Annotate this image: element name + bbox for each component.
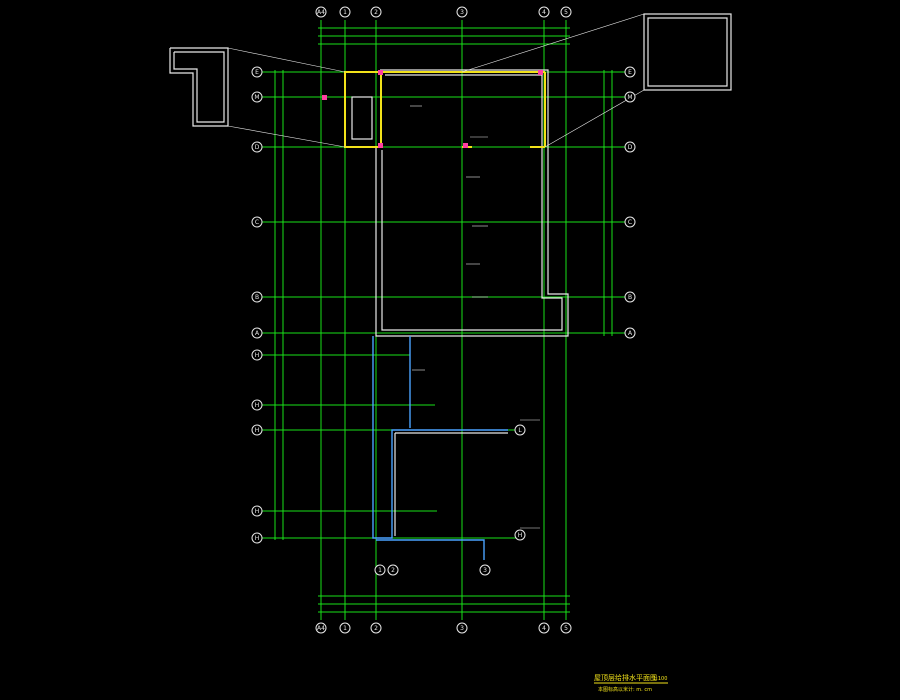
lower-bottom-bubble-0-circle (374, 564, 386, 576)
grid-right-bubble-1-label: M (627, 94, 632, 101)
grid-right-bubble-5-circle (624, 327, 636, 339)
grid-bottom-bubble-3-label: 3 (460, 625, 464, 632)
grid-left-lower-bubble-0-label: H (255, 352, 260, 359)
grid-bottom-bubble-2-circle (370, 622, 382, 634)
grid-right-bubble-2-label: D (628, 144, 633, 151)
grid-top-bubble-4-label: 4 (542, 9, 546, 16)
grid-bottom-bubble-1-label: 1 (343, 625, 347, 632)
grid-right-bubble-4-label: B (628, 294, 632, 301)
lower-bottom-bubble-0-label: 1 (378, 567, 382, 574)
grid-left-bubble-5-label: A (255, 330, 260, 337)
dimension-lines (274, 27, 613, 613)
grid-right-bubble-3-circle (624, 216, 636, 228)
grid-right-bubble-0-label: E (628, 69, 632, 76)
grid-right-bubble-4-circle (624, 291, 636, 303)
lower-bottom-bubble-2-label: 3 (483, 567, 487, 574)
grid-top-bubble-3-circle (456, 6, 468, 18)
lower-pipe-outline (372, 336, 508, 560)
grid-bottom-bubble-0-circle (315, 622, 327, 634)
grid-top-bubble-1-circle (339, 6, 351, 18)
grid-right-bubble-0-circle (624, 66, 636, 78)
grid-left-lower-bubble-1-label: H (255, 402, 260, 409)
right-detail-inset (461, 13, 732, 148)
left-detail-inset (169, 47, 346, 148)
vertical-grid-lines (320, 20, 567, 620)
grid-left-lower-bubble-1-circle (251, 399, 263, 411)
grid-left-lower-bubble-4-circle (251, 532, 263, 544)
drawing-subtitle: 本图标高以米计: m. cm (598, 686, 652, 693)
grid-bottom-bubble-1-circle (339, 622, 351, 634)
grid-top-bubble-0-label: A4 (317, 9, 325, 16)
grid-left-bubble-0-circle (251, 66, 263, 78)
grid-top-bubble-2-label: 2 (374, 9, 378, 16)
grid-left-bubble-1-circle (251, 91, 263, 103)
grid-right-bubble-3-label: C (628, 219, 632, 226)
lower-bottom-bubble-1-circle (387, 564, 399, 576)
grid-top-bubble-2-circle (370, 6, 382, 18)
lower-bottom-bubble-1-label: 2 (391, 567, 395, 574)
grid-left-bubble-5-circle (251, 327, 263, 339)
title-block: 屋顶层给排水平面图 1:100 本图标高以米计: m. cm (594, 673, 668, 693)
grid-top-bubble-0-circle (315, 6, 327, 18)
grid-bottom-bubble-2-label: 2 (374, 625, 378, 632)
grid-bottom-bubble-5-circle (560, 622, 572, 634)
grid-left-lower-bubble-0-circle (251, 349, 263, 361)
grid-top-bubble-4-circle (538, 6, 550, 18)
annotation-leaders (410, 105, 540, 529)
building-outline (322, 69, 569, 337)
grid-left-bubble-2-circle (251, 141, 263, 153)
grid-right-bubble-5-label: A (628, 330, 633, 337)
grid-left-bubble-3-circle (251, 216, 263, 228)
grid-bottom-bubble-4-label: 4 (542, 625, 546, 632)
grid-left-lower-bubble-3-circle (251, 505, 263, 517)
grid-right-bubble-2-circle (624, 141, 636, 153)
grid-top-bubble-5-label: 5 (564, 9, 568, 16)
grid-left-bubble-3-label: C (255, 219, 259, 226)
lower-right-bubble-1-circle (514, 529, 526, 541)
lower-right-bubble-0-circle (514, 424, 526, 436)
grid-bottom-bubble-0-label: A4 (317, 625, 325, 632)
grid-top-bubble-5-circle (560, 6, 572, 18)
grid-top-bubble-3-label: 3 (460, 9, 464, 16)
lower-right-bubble-0-label: L (518, 427, 522, 434)
grid-bottom-bubble-4-circle (538, 622, 550, 634)
grid-left-bubble-4-circle (251, 291, 263, 303)
grid-bottom-bubble-5-label: 5 (564, 625, 568, 632)
grid-right-bubble-1-circle (624, 91, 636, 103)
grid-left-lower-bubble-4-label: H (255, 535, 260, 542)
grid-bottom-bubble-3-circle (456, 622, 468, 634)
grid-left-bubble-4-label: B (255, 294, 259, 301)
grid-top-bubble-1-label: 1 (343, 9, 347, 16)
grid-left-bubble-0-label: E (255, 69, 259, 76)
lower-bottom-bubble-2-circle (479, 564, 491, 576)
drawing-title: 屋顶层给排水平面图 (594, 673, 657, 682)
grid-left-lower-bubble-3-label: H (255, 508, 260, 515)
lower-right-bubble-1-label: H (518, 532, 523, 539)
grid-left-bubble-2-label: D (255, 144, 260, 151)
drawing-scale: 1:100 (653, 676, 667, 682)
grid-left-lower-bubble-2-circle (251, 424, 263, 436)
grid-left-lower-bubble-2-label: H (255, 427, 260, 434)
grid-left-bubble-1-label: M (254, 94, 259, 101)
